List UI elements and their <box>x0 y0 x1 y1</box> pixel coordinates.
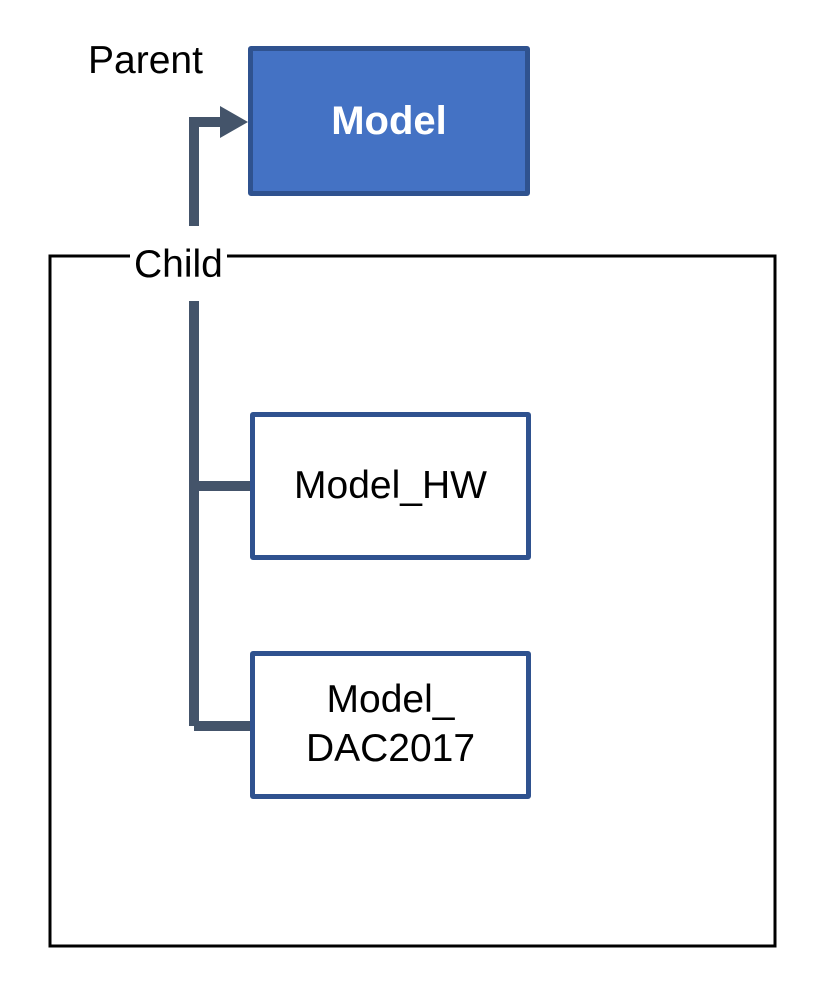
model-hw-node-label: Model_HW <box>294 464 487 507</box>
child-group-frame <box>48 254 777 948</box>
parent-label: Parent <box>88 39 203 82</box>
model-hw-node[interactable]: Model_HW <box>250 412 531 560</box>
model-dac2017-node[interactable]: Model_ DAC2017 <box>250 651 531 799</box>
child-label: Child <box>130 245 227 284</box>
model-dac2017-label-line2: DAC2017 <box>305 727 476 770</box>
connector-to-parent <box>189 117 224 226</box>
arrowhead-icon <box>220 106 248 138</box>
model-node[interactable]: Model <box>248 46 530 196</box>
model-dac2017-label-line1: Model_ <box>326 678 455 722</box>
model-node-label: Model <box>331 98 447 143</box>
